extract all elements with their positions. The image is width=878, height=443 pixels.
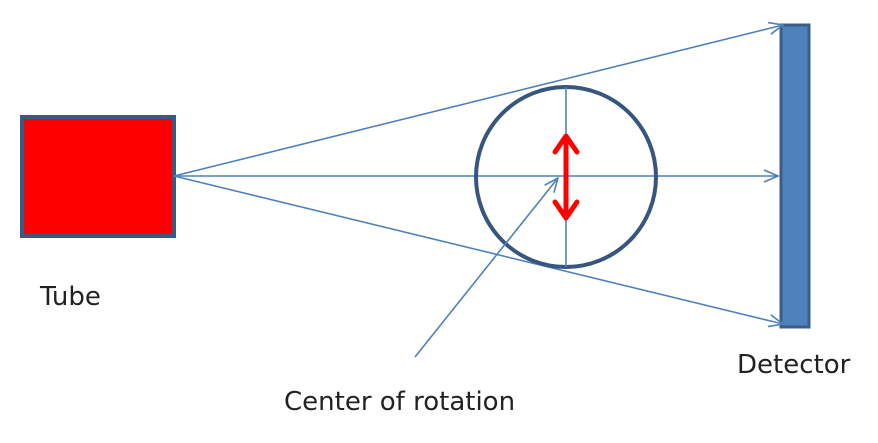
motion-double-arrow-icon (552, 133, 580, 221)
center-of-rotation-pointer (414, 178, 558, 358)
beam-ray-bottom (173, 175, 783, 324)
detector-label: Detector (737, 350, 851, 380)
center-of-rotation-label: Center of rotation (284, 387, 516, 417)
detector-panel (779, 23, 811, 329)
tube-box (20, 115, 176, 238)
beam-ray-top (173, 25, 783, 177)
tube-label: Tube (40, 282, 101, 312)
